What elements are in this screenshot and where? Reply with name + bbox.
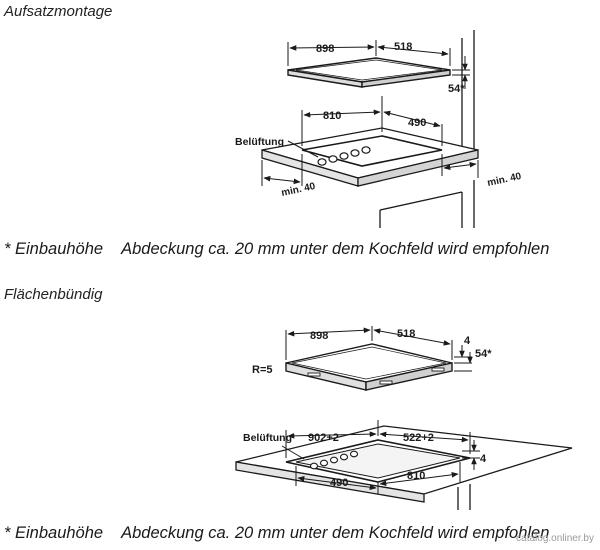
hob-bottom <box>285 343 453 391</box>
countertop-top <box>261 127 479 228</box>
dim-rebate-bottom: 4 <box>480 453 487 465</box>
heading-flaechenbuendig: Flächenbündig <box>4 286 103 303</box>
dim-depth-top: 518 <box>394 41 412 53</box>
dim-cutout-width-bottom: 902+2 <box>308 432 339 444</box>
dim-min-right: min. 40 <box>486 171 522 189</box>
note-top-text: Abdeckung ca. 20 mm unter dem Kochfeld w… <box>121 240 550 258</box>
dim-cutout-width-top: 810 <box>323 110 341 122</box>
dim-cutout-depth-top: 490 <box>408 117 426 129</box>
note-top: * Einbauhöhe Abdeckung ca. 20 mm unter de… <box>4 240 549 259</box>
wall-top <box>461 30 475 228</box>
cutout-dimlines-bottom <box>281 420 480 494</box>
dim-depth-bottom: 518 <box>397 328 415 340</box>
dim-cutout-depth-bottom: 522+2 <box>403 432 434 444</box>
ventilation-holes-top <box>317 146 371 166</box>
watermark: catalog.onliner.by <box>516 533 594 544</box>
label-ventilation-top: Belüftung <box>235 136 284 148</box>
label-ventilation-bottom: Belüftung <box>243 432 292 444</box>
countertop-bottom <box>235 425 573 510</box>
note-bottom-text: Abdeckung ca. 20 mm unter dem Kochfeld w… <box>121 524 550 542</box>
heading-aufsatzmontage: Aufsatzmontage <box>4 3 113 20</box>
dim-height-star-bottom: 54* <box>475 348 492 360</box>
dim-height-star-top: 54* <box>448 83 465 95</box>
dim-inner-width-bottom: 810 <box>407 470 425 482</box>
dim-radius: R=5 <box>252 364 273 376</box>
ventilation-holes-bottom <box>309 450 359 470</box>
hob-top <box>287 57 451 88</box>
note-bottom: * Einbauhöhe Abdeckung ca. 20 mm unter de… <box>4 524 549 543</box>
hob-bottom-dimlines <box>285 326 473 372</box>
dim-width-bottom: 898 <box>310 330 328 342</box>
dim-inner-depth-bottom: 490 <box>330 477 348 489</box>
dim-width-top: 898 <box>316 43 334 55</box>
dim-thickness-bottom: 4 <box>464 335 471 347</box>
note-bottom-prefix: * Einbauhöhe <box>4 524 104 542</box>
hob-top-dimlines <box>287 40 470 89</box>
dim-min-left: min. 40 <box>280 181 316 199</box>
note-top-prefix: * Einbauhöhe <box>4 240 104 258</box>
cutout-dimlines-top <box>261 96 479 186</box>
